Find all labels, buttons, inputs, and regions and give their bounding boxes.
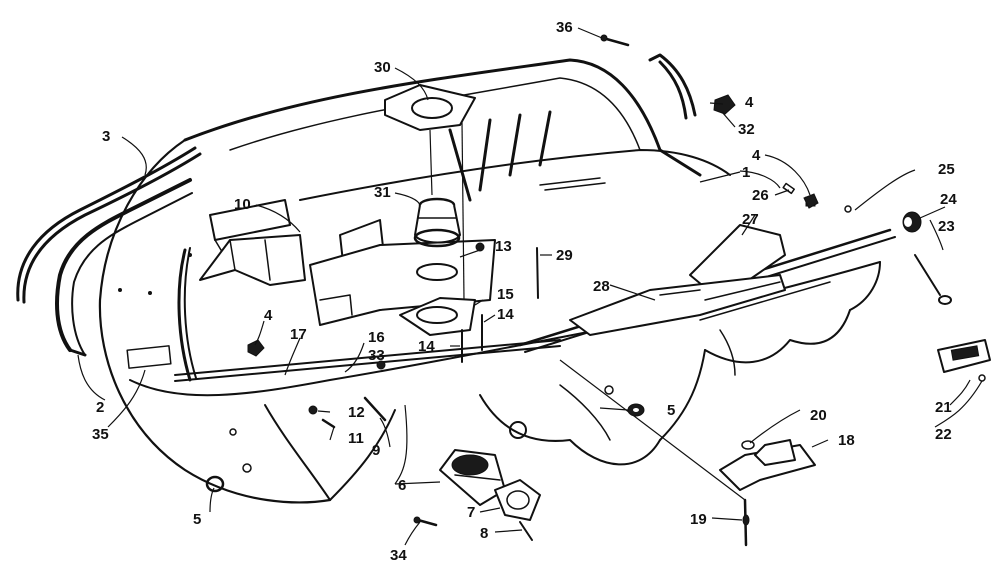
- callout-29: 29: [556, 247, 573, 264]
- housing-6: [439, 449, 506, 506]
- bracket-18: [719, 439, 816, 491]
- callout-13: 13: [495, 238, 512, 255]
- callout-1: 1: [742, 164, 750, 181]
- trim-strip-3: [16, 146, 202, 304]
- callout-4-right: 4: [752, 147, 761, 164]
- screw-8: [519, 521, 533, 541]
- small-parts-26: [782, 182, 852, 213]
- callout-33: 33: [368, 347, 385, 364]
- reflector-21: [937, 339, 991, 382]
- left-vertical-trim: [177, 247, 197, 382]
- callout-20: 20: [810, 407, 827, 424]
- callout-4-left: 4: [264, 307, 273, 324]
- fasteners: [126, 34, 819, 527]
- bracket-17: [199, 234, 306, 286]
- callout-11: 11: [348, 430, 364, 447]
- fastener-23: [914, 254, 952, 305]
- callout-6: 6: [398, 477, 406, 494]
- callout-16: 16: [368, 329, 385, 346]
- bumper-rail: [174, 339, 561, 382]
- panel-28: [569, 274, 786, 336]
- callout-17: 17: [290, 326, 307, 343]
- callout-35: 35: [92, 426, 109, 443]
- leader-lines: [77, 27, 983, 546]
- callout-31: 31: [374, 184, 391, 201]
- callout-2: 2: [96, 399, 104, 416]
- callout-24: 24: [940, 191, 957, 208]
- callout-labels: 1 2 3 4 4 4 5 5 6 7 8 9 10 11 12 13 14 1…: [92, 19, 957, 564]
- callout-36: 36: [556, 19, 573, 36]
- callout-10: 10: [234, 196, 251, 213]
- gasket-7: [494, 479, 541, 521]
- callout-32: 32: [738, 121, 755, 138]
- callout-14-right: 14: [497, 306, 514, 323]
- callout-3: 3: [102, 128, 110, 145]
- grommet-24: [902, 211, 922, 233]
- callout-8: 8: [480, 525, 488, 542]
- lower-plate: [399, 297, 476, 336]
- callout-34: 34: [390, 547, 407, 564]
- callout-12: 12: [348, 404, 365, 421]
- boot-31: [413, 197, 461, 248]
- callout-19: 19: [690, 511, 707, 528]
- callout-14-left: 14: [418, 338, 435, 355]
- callout-21: 21: [935, 399, 952, 416]
- callout-15: 15: [497, 286, 514, 303]
- callout-22: 22: [935, 426, 952, 443]
- callout-4-top-right: 4: [745, 94, 754, 111]
- callout-25: 25: [938, 161, 955, 178]
- callout-26: 26: [752, 187, 769, 204]
- callout-5-left: 5: [193, 511, 201, 528]
- callout-5-center: 5: [667, 402, 675, 419]
- pin-19: [559, 359, 750, 547]
- callout-9: 9: [372, 442, 380, 459]
- callout-18: 18: [838, 432, 855, 449]
- callout-27: 27: [742, 211, 759, 228]
- callout-23: 23: [938, 218, 955, 235]
- callout-30: 30: [374, 59, 391, 76]
- callout-7: 7: [467, 504, 475, 521]
- trim-strip-2: [55, 178, 193, 357]
- callout-28: 28: [593, 278, 610, 295]
